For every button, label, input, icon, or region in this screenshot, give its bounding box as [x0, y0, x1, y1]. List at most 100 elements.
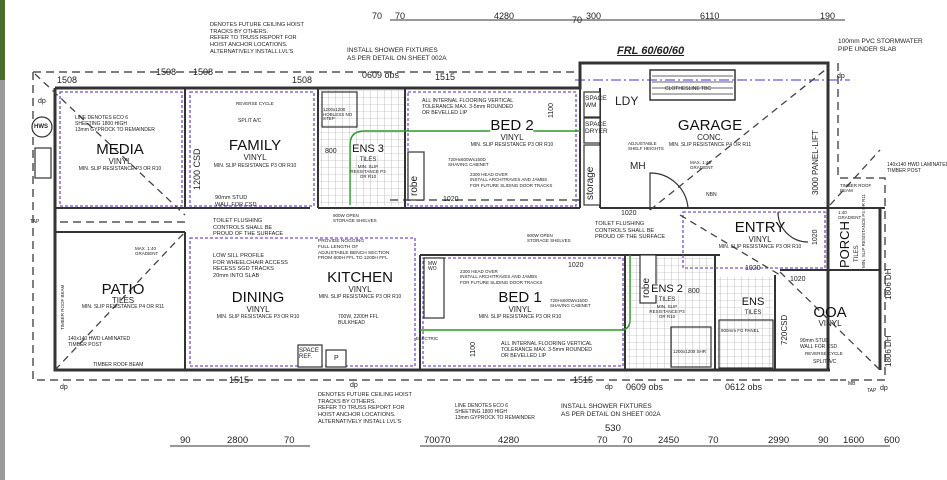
bottom-dim-0: 90	[180, 435, 191, 446]
room-media-label: MEDIA	[96, 141, 144, 158]
bottom-dim-7: 70	[622, 435, 633, 446]
note-fg-panel: 900mm FG PANEL	[721, 328, 760, 333]
bottom-dim-10: 2990	[768, 435, 790, 446]
note-shower-fixtures-bottom: INSTALL SHOWER FIXTURES AS PER DETAIL ON…	[561, 403, 661, 418]
microwave-label: MW WO	[428, 261, 437, 272]
room-entry-label: ENTRY	[734, 219, 786, 236]
room-media-slip: MIN. SLIP RESISTANCE P3 OR R10	[78, 166, 162, 172]
door-tag-4: 1020	[745, 265, 761, 272]
downpipe-label-4: dp	[605, 384, 613, 391]
reverse-cycle-label: REVERSE CYCLE	[236, 101, 274, 106]
note-toilet-flushing-left: TOILET FLUSHING CONTROLS SHALL BE PROUD …	[213, 218, 284, 238]
room-family-finish: VINYL	[243, 153, 267, 162]
bottom-dim-11: 90	[818, 435, 829, 446]
room-ens3-slip: MIN. SLIP RESISTANCE P3 OR R10	[350, 164, 386, 180]
note-ceiling-hoist-top: DENOTES FUTURE CEILING HOIST TRACKS BY O…	[210, 22, 304, 55]
shower-ens3-label: 1200x1200 HOBLESS NO STEP	[323, 107, 353, 121]
robe-bed1-label: robe	[641, 277, 652, 298]
note-stud-wall-top: 90mm STUD WALL FOR CSD	[215, 195, 257, 208]
top-dim-1: 70	[395, 11, 406, 21]
height-tag-2: 1100	[470, 341, 477, 357]
note-stud-wall-bottom: 90mm STUD WALL FOR CSD	[800, 338, 838, 350]
downpipe-label-3: dp	[350, 382, 358, 389]
note-nogging: PROVIDE NOGGING FULL LENGTH OF ADJUSTABL…	[318, 239, 390, 262]
bottom-dim-6: 70	[597, 435, 608, 446]
window-tag-7: 1515	[229, 375, 250, 385]
tap-right-label: TAP	[867, 388, 877, 394]
room-kitchen-label: KITCHEN	[327, 269, 393, 286]
window-tag-10: 0612 obs	[725, 382, 763, 392]
note-stormwater-pipe: 100mm PVC STORMWATER PIPE UNDER SLAB	[838, 38, 923, 53]
window-tag-2: 1508	[156, 67, 177, 77]
downpipe-label-2: dp	[60, 384, 68, 391]
window-edge	[0, 0, 5, 480]
electric-cooktop-label: ELECTRIC	[416, 336, 439, 341]
note-porch-gradient: 1:40 GRADIENT	[838, 210, 862, 221]
note-roof-beam-bottom: TIMBER ROOF BEAM	[93, 362, 144, 368]
door-tag-7: 800	[325, 148, 337, 155]
room-entry-slip: MIN. SLIP RESISTANCE P3 OR R10	[718, 244, 802, 250]
csd-1200-label: 1200 CSD	[192, 148, 202, 190]
downpipe-label-5: dp	[880, 385, 888, 392]
note-low-sill: LOW SILL PROFILE FOR WHEELCHAIR ACCESS R…	[213, 253, 288, 280]
room-family-label: FAMILY	[228, 137, 282, 154]
csd-720-label: 720CSD	[780, 314, 789, 345]
door-tag-2: 1020	[621, 210, 637, 217]
note-ceiling-hoist-bottom: DENOTES FUTURE CEILING HOIST TRACKS BY O…	[318, 392, 412, 425]
pantry-label: P	[334, 355, 339, 362]
downpipe-label-1: dp	[38, 98, 46, 105]
window-tag-6: 1515	[435, 72, 456, 82]
top-dim-0: 70	[372, 11, 383, 21]
note-patio-gradient: MAX. 1:40 GRADIENT	[135, 246, 159, 257]
top-dim-4: 300	[586, 11, 602, 21]
room-entry-finish: VINYL	[748, 235, 772, 244]
note-timber-post-right: 140x140 HWD LAMINATED TIMBER POST	[887, 162, 947, 174]
room-kitchen-finish: VINYL	[348, 285, 372, 294]
note-timber-post-left: 140x140 HWD LAMINATED TIMBER POST	[68, 336, 131, 348]
door-tag-6: 1020	[568, 262, 584, 269]
window-1806-dh-upper: 1806 DH	[884, 268, 893, 300]
room-garage-finish: CONC.	[697, 133, 723, 142]
room-ooa-finish: VINYL	[818, 319, 842, 328]
accessible-zone-outline	[59, 91, 826, 367]
height-tag-1: 1100	[548, 102, 555, 118]
bottom-dim-4: 4280	[498, 435, 520, 446]
fixtures	[31, 91, 809, 369]
room-bed1-label: BED 1	[498, 289, 542, 306]
top-dim-5: 6110	[700, 11, 720, 21]
manhole-label: MH	[630, 161, 646, 172]
bottom-dim-2: 70	[284, 435, 295, 446]
hws-label: HWS	[34, 124, 48, 130]
note-flooring-tolerance-bottom: ALL INTERNAL FLOORING VERTICAL TOLERANCE…	[501, 341, 593, 360]
note-head-over-top: 2300 HEAD OVER INSTALL ARCHITRAVES AND J…	[470, 172, 553, 188]
space-wm-label: SPACE WM	[585, 95, 607, 109]
note-shaving-cabinet-top: 720Hx600Wx150D SHAVING CABINET	[448, 157, 489, 168]
note-shaving-cabinet-mid: 720Hx600Wx150D SHAVING CABINET	[550, 298, 591, 309]
note-roof-beam-right: TIMBER ROOF BEAM	[840, 183, 872, 194]
room-garage-label: GARAGE	[677, 117, 743, 134]
top-dim-2: 4280	[494, 11, 515, 21]
window-tag-4: 1508	[292, 75, 313, 85]
window-tag-5: 0609 obs	[362, 70, 400, 80]
top-dim-6: 190	[820, 11, 836, 21]
bottom-dim-13: 600	[884, 435, 900, 446]
split-ac-label: SPLIT A/C	[238, 118, 262, 124]
room-bed1-finish: VINYL	[508, 305, 532, 314]
tap-left-label: TAP	[30, 219, 40, 225]
room-patio-slip: MIN. SLIP RESISTANCE P4 OR R11	[81, 304, 165, 310]
note-shower-fixtures-top: INSTALL SHOWER FIXTURES AS PER DETAIL ON…	[347, 47, 447, 62]
space-dryer-label: SPACE DRYER	[585, 121, 608, 135]
internal-walls	[55, 88, 885, 370]
meter-box-label: MB	[848, 381, 856, 387]
room-ens2-label: ENS 2	[651, 283, 683, 295]
note-storage-shelves-top: 900W OPEN STORAGE SHELVES	[333, 213, 377, 224]
room-bed2-slip: MIN. SLIP RESISTANCE P3 OR R10	[470, 142, 554, 148]
room-family-slip: MIN. SLIP RESISTANCE P3 OR R10	[213, 163, 297, 169]
room-ooa-label: OOA	[813, 304, 847, 321]
clothesline	[649, 69, 736, 101]
split-ac-ooa-label: SPLIT A/C	[813, 359, 837, 365]
room-ens3-finish: TILES	[359, 157, 377, 163]
room-ldy-label: LDY	[615, 94, 639, 108]
space-ref-label: SPACE REF.	[299, 348, 319, 360]
